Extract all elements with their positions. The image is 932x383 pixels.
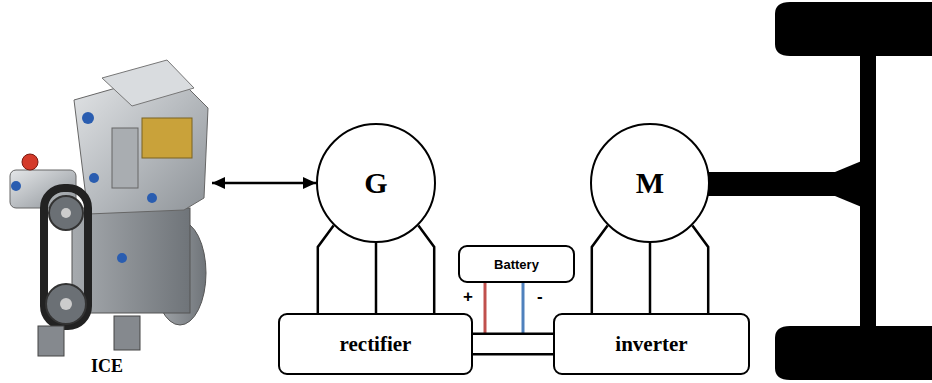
motor-circle: M: [590, 123, 710, 243]
node-label: G: [364, 166, 387, 200]
engine-node: ICE: [2, 55, 212, 379]
node-label: Battery: [494, 257, 539, 272]
connector: [473, 332, 553, 335]
generator-circle: G: [316, 123, 436, 243]
axle: [860, 38, 876, 350]
node-label: inverter: [615, 332, 687, 357]
wheel: [775, 326, 932, 380]
polarity-sign: +: [463, 287, 473, 307]
negative-wire: [522, 283, 525, 334]
polarity-sign: -: [537, 287, 543, 307]
connector: [418, 225, 434, 313]
drive-shaft: [708, 172, 840, 196]
positive-wire: [484, 283, 487, 334]
connector: [473, 353, 553, 356]
node-label: rectifier: [340, 332, 412, 357]
connector: [592, 225, 608, 313]
wheel: [775, 2, 932, 56]
connector: [212, 182, 316, 185]
connector: [375, 243, 378, 313]
inverter-box: inverter: [553, 313, 750, 375]
node-label: ICE: [91, 356, 123, 377]
rectifier-box: rectifier: [278, 313, 473, 375]
connector: [318, 225, 334, 313]
differential: [835, 160, 864, 208]
node-label: M: [636, 166, 664, 200]
engine-picture: [10, 60, 208, 356]
connector: [649, 243, 652, 313]
connector: [692, 225, 708, 313]
battery-box: Battery: [458, 245, 575, 283]
